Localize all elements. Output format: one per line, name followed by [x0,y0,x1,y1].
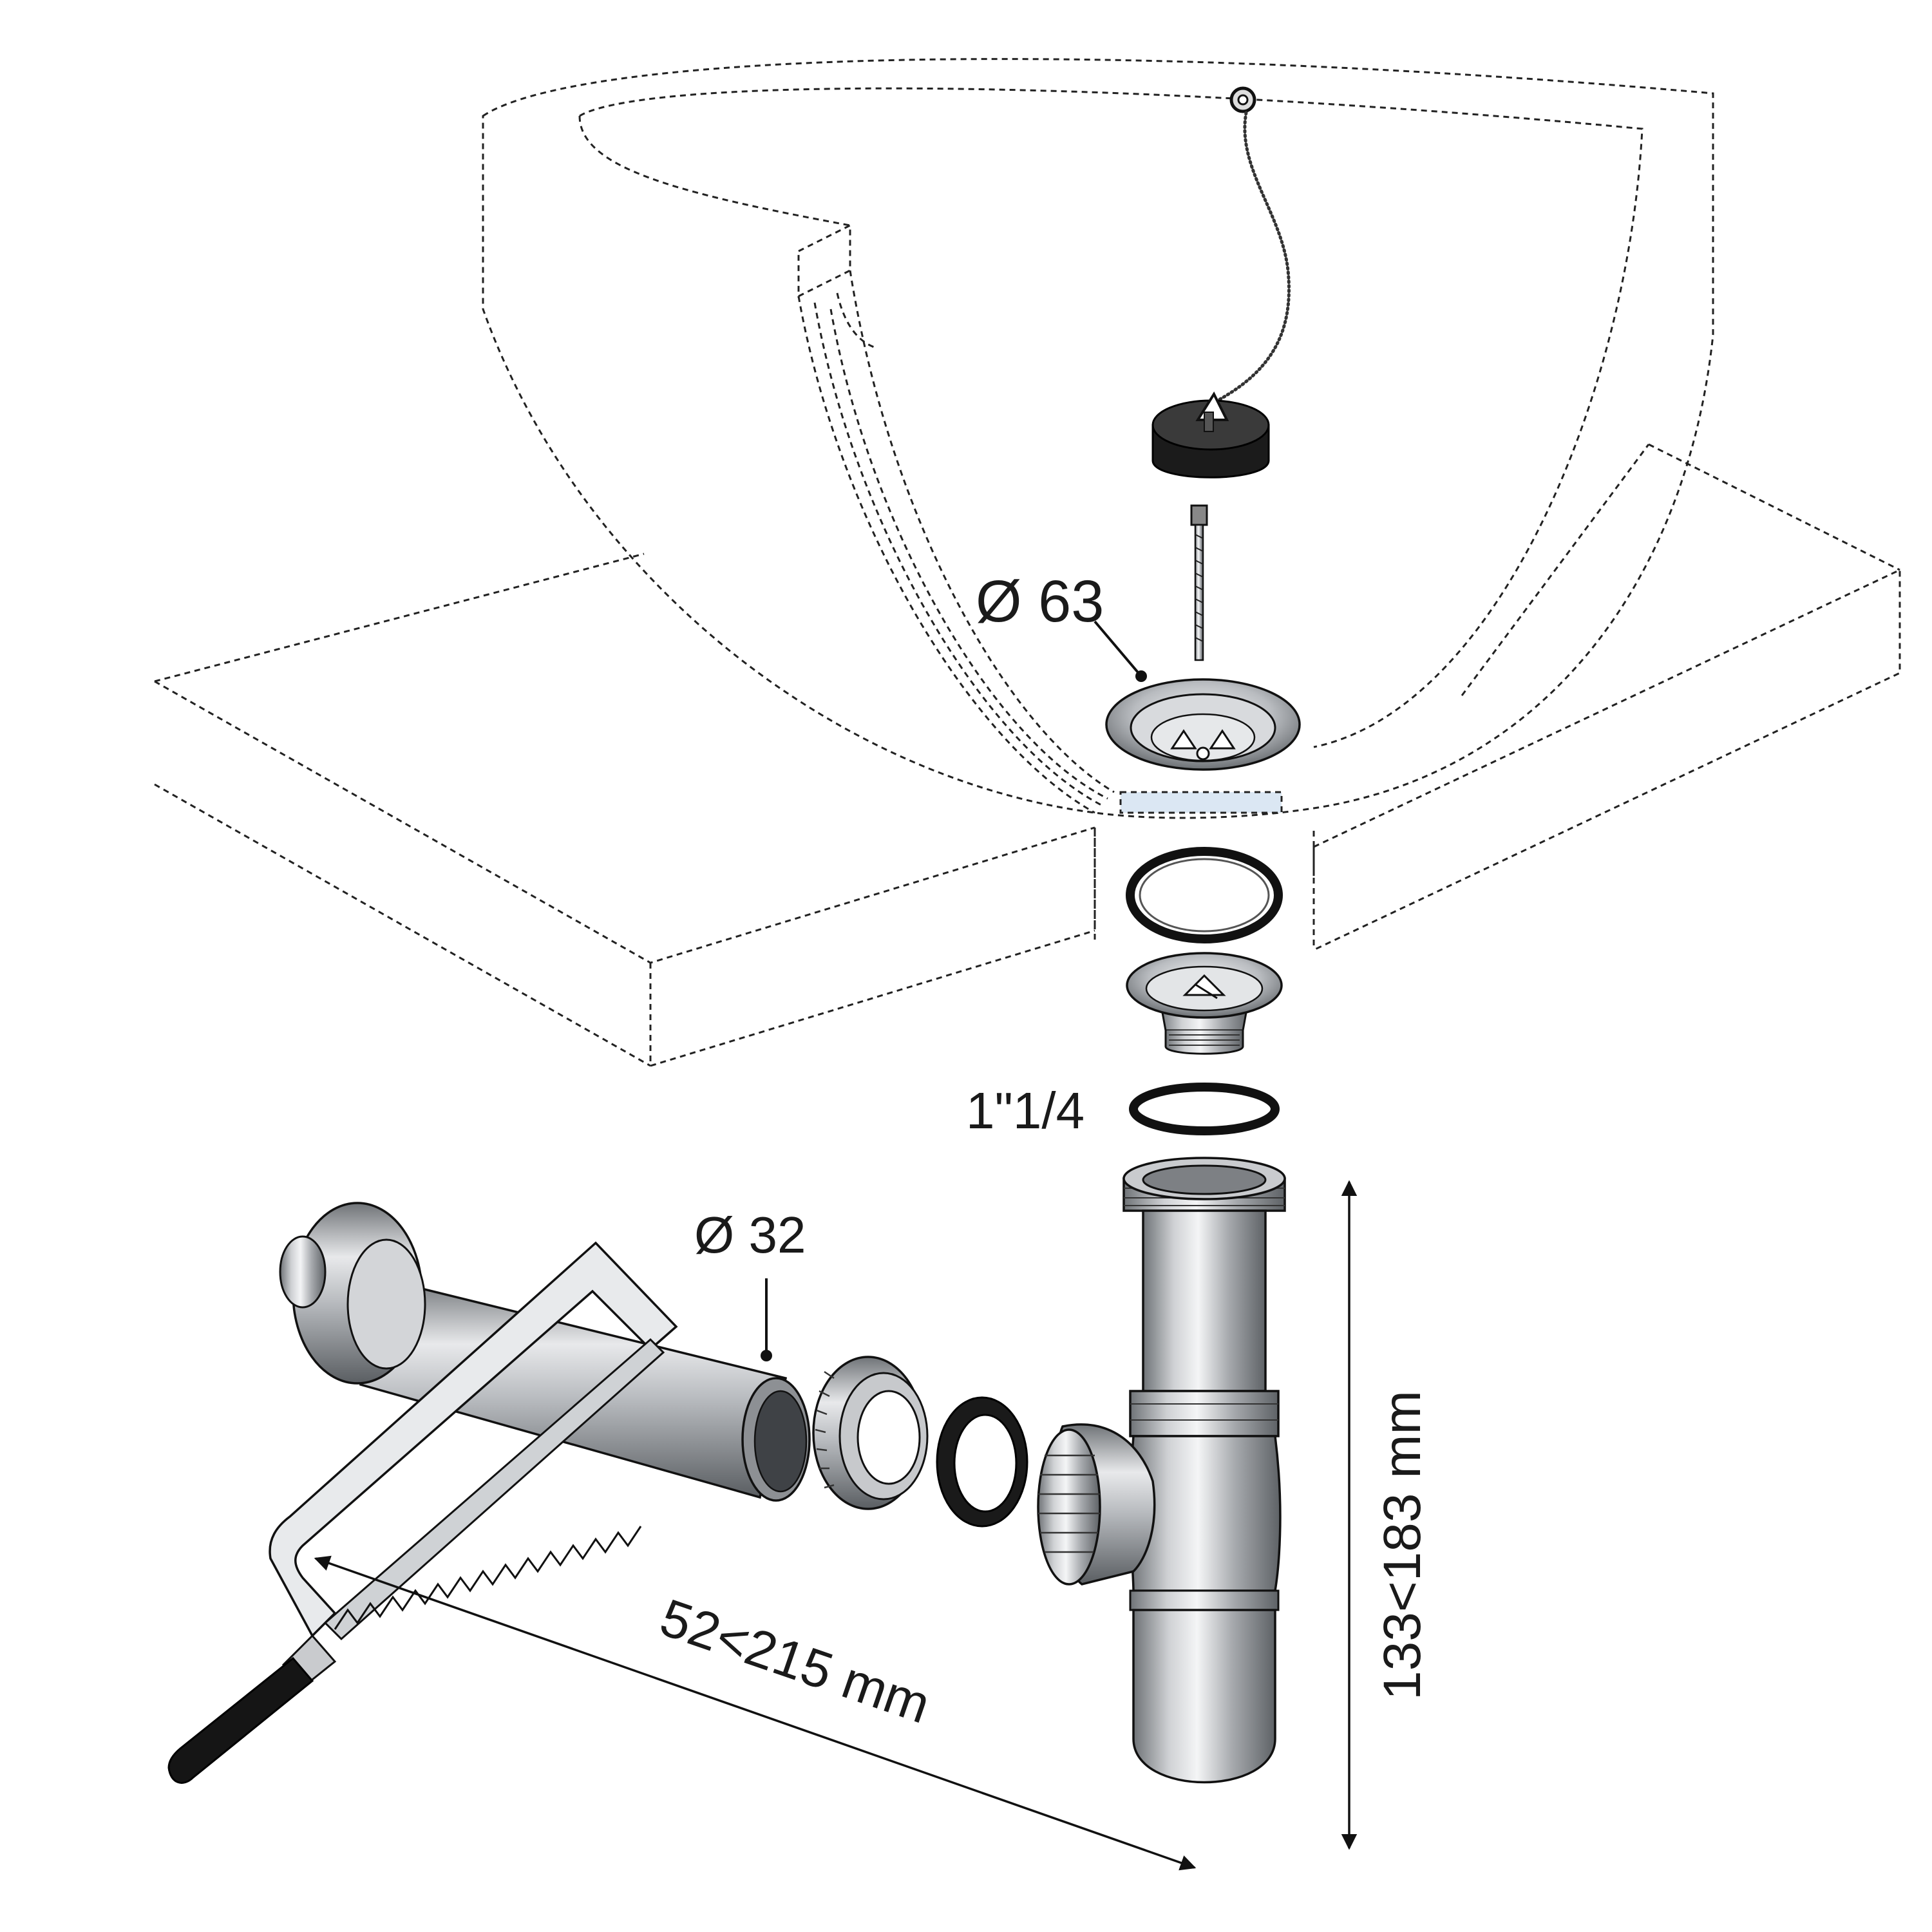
drain-screw [1190,504,1208,661]
pipe-diameter-label: Ø 32 [694,1206,806,1264]
horizontal-dimension: 52<215 mm [314,1555,1197,1871]
countertop-outline [154,443,1901,1068]
basket-diameter-callout: Ø 63 [976,569,1147,682]
compression-nut [812,1356,929,1510]
pipe-diameter-callout: Ø 32 [694,1206,806,1361]
rubber-gasket-upper [1126,847,1283,943]
basket-diameter-label: Ø 63 [976,569,1104,634]
rubber-gasket-1-1-4: 1"1/4 [966,1082,1280,1139]
vertical-dimension-label: 133<183 mm [1373,1390,1432,1700]
bottle-trap [1037,1157,1286,1784]
horizontal-dimension-label: 52<215 mm [653,1588,937,1735]
rubber-compression-ring [936,1396,1028,1528]
wall-outlet-pipe [359,1276,811,1502]
vertical-dimension: 133<183 mm [1341,1180,1432,1850]
drain-hole [1094,791,1315,940]
chain [1212,86,1291,404]
thread-size-label: 1"1/4 [966,1082,1084,1139]
sink-bowl-outline [482,58,1714,819]
basket-lower-body [1126,952,1283,1055]
wall-flange [279,1202,426,1385]
rubber-stopper-icon [1151,391,1270,478]
strainer-basket-flange [1105,678,1301,771]
